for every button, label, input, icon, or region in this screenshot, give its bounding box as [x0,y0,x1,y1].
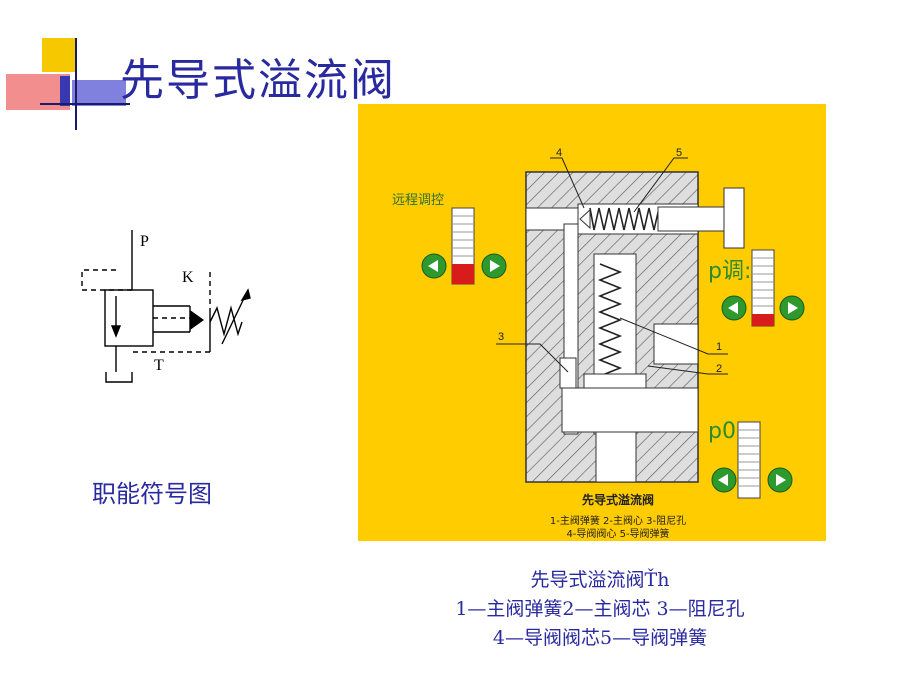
remote-gauge [451,207,475,285]
p0-gauge [737,421,761,499]
p-adjust-increase-button[interactable] [779,295,805,321]
caption-line3: 4—导阀阀芯5—导阀弹簧 [492,627,708,649]
page-title: 先导式溢流阀 [120,55,396,106]
port-p-label: P [140,233,149,250]
port-k-label: K [182,269,194,286]
diagram-legend-line1: 1-主阀弹簧 2-主阀心 3-阻尼孔 [550,514,686,527]
callout-3: 3 [498,331,504,343]
remote-increase-button[interactable] [481,253,507,279]
caption-line1: 先导式溢流阀Ťh [530,569,670,591]
valve-animation-panel: 4 5 3 1 2 远程调控 p调: [358,104,826,541]
callout-5: 5 [676,147,682,159]
p0-increase-button[interactable] [767,467,793,493]
relief-valve-symbol: P K T [81,230,251,383]
symbol-caption: 职能符号图 [92,480,212,508]
caption-line2: 1—主阀弹簧2—主阀芯 3—阻尼孔 [455,598,745,620]
remote-decrease-button[interactable] [421,253,447,279]
remote-control-label: 远程调控 [392,193,444,208]
p-adjust-label: p调: [708,259,751,284]
callout-2: 2 [716,363,722,375]
port-t-label: T [154,357,164,374]
callout-1: 1 [716,341,722,353]
corner-decoration [6,38,130,130]
p-adjust-decrease-button[interactable] [721,295,747,321]
p-adjust-gauge [751,249,775,327]
diagram-title: 先导式溢流阀 [582,492,654,507]
p0-decrease-button[interactable] [711,467,737,493]
bottom-caption: 先导式溢流阀Ťh 1—主阀弹簧2—主阀芯 3—阻尼孔 4—导阀阀芯5—导阀弹簧 [400,566,800,653]
callout-4: 4 [556,147,562,159]
diagram-legend-line2: 4-导阀阀心 5-导阀弹簧 [566,527,669,540]
p0-label: p0: [708,419,743,444]
